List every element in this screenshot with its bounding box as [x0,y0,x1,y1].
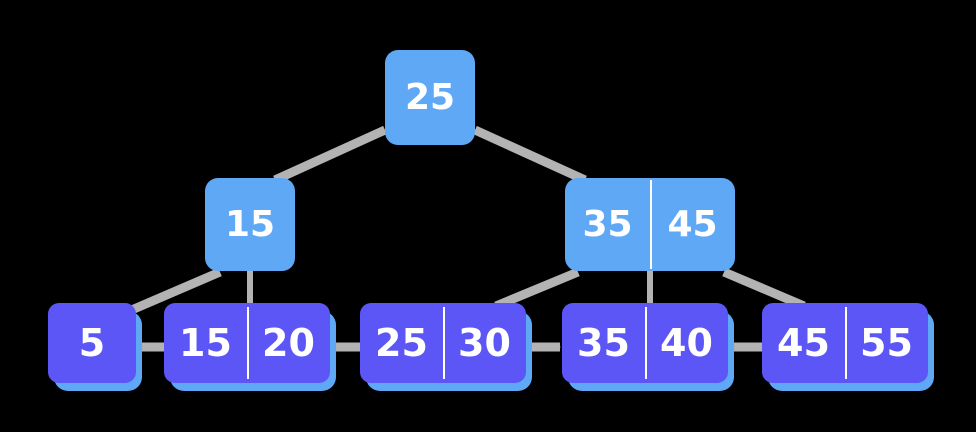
leaf-body: 5 [48,303,136,383]
leaf-cell-key: 35 [577,321,630,365]
leaf-body: 35 40 [562,303,728,383]
leaf-cell-key: 45 [777,321,830,365]
leaf-body: 45 55 [762,303,928,383]
edge-inner-left-to-leaf-1 [118,267,222,320]
leaf-cell-key: 40 [645,303,728,383]
edge-root-to-inner-right [473,125,587,185]
btree-node-root[interactable]: 25 [385,50,475,145]
edge-root-to-inner-left [273,125,387,185]
edge-inner-right-to-leaf-5 [722,267,806,311]
leaf-body: 25 30 [360,303,526,383]
leaf-cell-key: 20 [247,303,330,383]
leaf-cell-key: 30 [443,303,526,383]
btree-leaf-4[interactable]: 35 40 [562,303,734,391]
btree-node-inner-left[interactable]: 15 [205,178,295,271]
leaf-cell-key: 5 [78,321,106,365]
node-cell-key: 35 [582,203,633,245]
node-cell-key: 45 [650,178,735,271]
btree-leaf-1[interactable]: 5 [48,303,142,391]
btree-leaf-5[interactable]: 45 55 [762,303,934,391]
edge-inner-right-to-leaf-3 [494,267,580,311]
node-cell-key: 25 [404,76,456,118]
node-cell-key: 15 [224,203,276,245]
leaf-body: 15 20 [164,303,330,383]
leaf-cell-key: 25 [375,321,428,365]
leaf-cell-key: 55 [845,303,928,383]
btree-node-inner-right[interactable]: 35 45 [565,178,735,271]
btree-leaf-2[interactable]: 15 20 [164,303,336,391]
btree-leaf-3[interactable]: 25 30 [360,303,532,391]
leaf-cell-key: 15 [179,321,232,365]
